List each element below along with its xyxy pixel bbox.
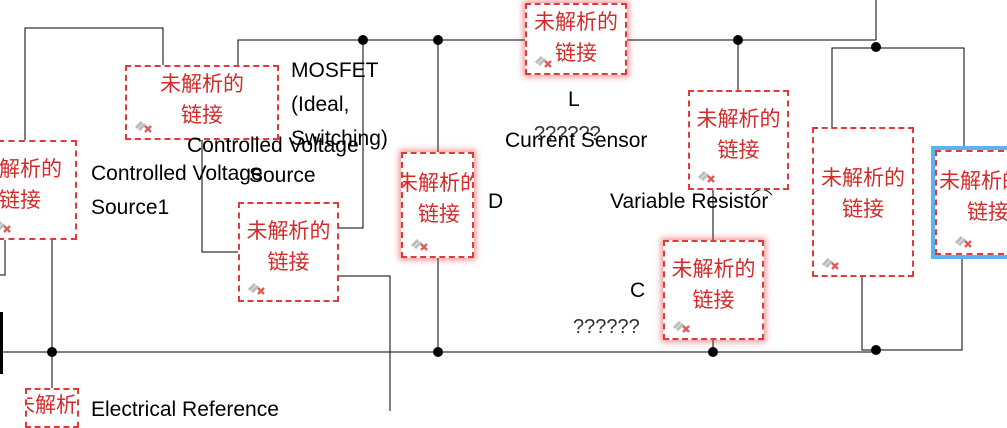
unresolved-block-current-sensor[interactable]: 未解析的链接 — [688, 90, 789, 190]
junction-node — [47, 347, 57, 357]
junction-node — [708, 347, 718, 357]
unresolved-block-variable-resistor[interactable]: 未解析的链接 — [812, 127, 914, 277]
label-capacitor: C — [630, 279, 646, 302]
junction-node — [358, 35, 368, 45]
circuit-wires — [0, 0, 965, 411]
broken-link-icon — [954, 235, 972, 248]
wire-top-bus[interactable] — [237, 39, 876, 65]
label-capacitor-value: ?????? — [573, 316, 640, 338]
unresolved-block-electrical-reference[interactable]: 未解析的 — [25, 388, 79, 428]
label-controlled-voltage-source: Controlled Voltage Source — [187, 134, 359, 187]
unresolved-block-mosfet[interactable]: 未解析的链接 — [125, 65, 279, 140]
junction-node — [871, 345, 881, 355]
junction-node — [871, 42, 881, 52]
terminal-bar — [0, 312, 3, 374]
label-inductor-value: ?????? — [534, 123, 601, 145]
broken-link-icon — [0, 221, 11, 233]
wire-right-block-down[interactable] — [861, 276, 876, 351]
wire-left-top[interactable] — [24, 27, 164, 140]
broken-link-icon — [672, 320, 690, 333]
label-current-sensor: Current Sensor — [505, 129, 648, 152]
label-diode: D — [488, 190, 504, 213]
broken-link-icon — [821, 257, 839, 270]
wire-cvs-out[interactable] — [338, 275, 391, 411]
label-controlled-voltage-source1: Controlled Voltage Source1 — [91, 162, 263, 219]
unresolved-block-inductor[interactable]: 未解析的链接 — [525, 3, 627, 75]
unresolved-block-cvs[interactable]: 未解析的链接 — [238, 202, 339, 302]
label-variable-resistor: Variable Resistor — [610, 190, 769, 213]
label-mosfet: MOSFET (Ideal, Switching) — [291, 59, 388, 150]
junction-node — [433, 35, 443, 45]
junction-node — [433, 347, 443, 357]
wire-mosfet-bus[interactable] — [338, 40, 364, 229]
wire-rightmost-down[interactable] — [876, 255, 963, 351]
label-inductor: L — [568, 88, 580, 111]
broken-link-icon — [534, 55, 552, 68]
broken-link-icon — [697, 170, 715, 183]
unresolved-block-capacitor[interactable]: 未解析的链接 — [663, 240, 764, 340]
junction-node — [733, 35, 743, 45]
label-electrical-reference: Electrical Reference — [91, 398, 279, 421]
broken-link-icon — [134, 120, 152, 133]
broken-link-icon — [247, 282, 265, 295]
broken-link-icon — [410, 238, 428, 251]
wire-mosfet-cvs[interactable] — [201, 140, 238, 253]
wire-left-edge[interactable] — [0, 238, 6, 276]
